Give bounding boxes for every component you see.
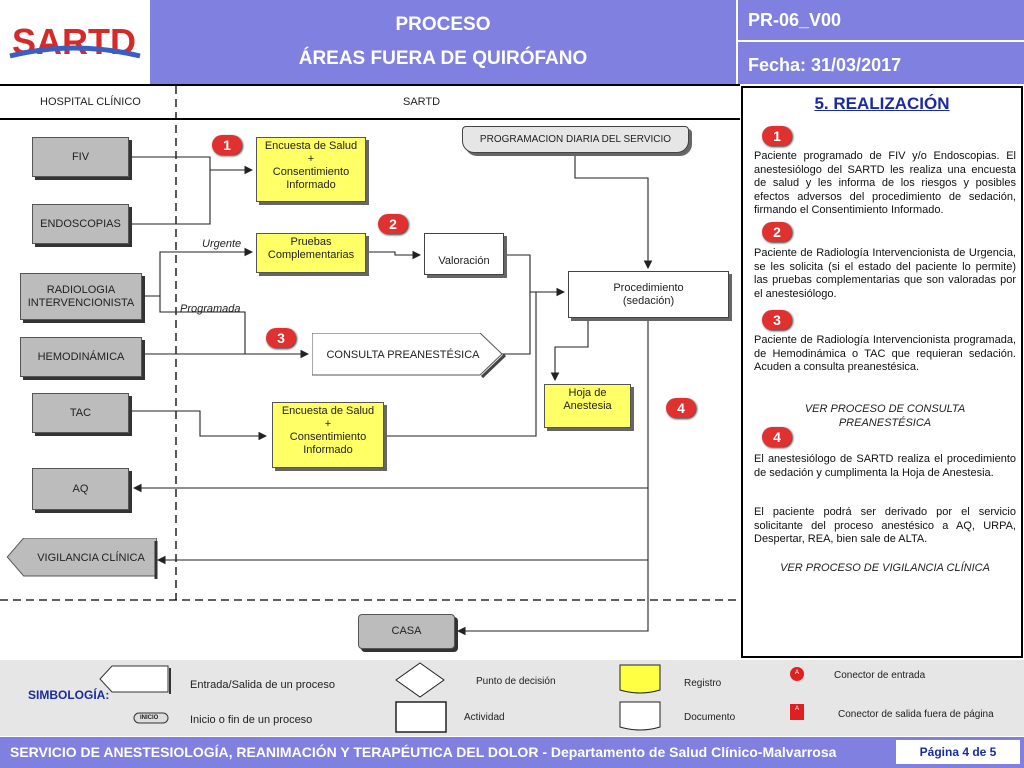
node-radiologia: RADIOLOGIA INTERVENCIONISTA: [20, 273, 142, 320]
node-programacion: PROGRAMACION DIARIA DEL SERVICIO: [462, 126, 689, 153]
realizacion-panel: 5. REALIZACIÓN 1 Paciente programado de …: [741, 86, 1023, 658]
legend-registro: Registro: [684, 678, 722, 689]
page-title: PROCESO ÁREAS FUERA DE QUIRÓFANO: [150, 0, 736, 84]
legend-actividad: Actividad: [464, 712, 505, 723]
badge-2: 2: [378, 214, 408, 234]
node-consulta: CONSULTA PREANESTÉSICA: [326, 349, 480, 361]
label-programada: Programada: [180, 303, 241, 315]
node-procedimiento: Procedimiento(sedación): [568, 271, 729, 318]
node-fiv: FIV: [32, 137, 129, 177]
page-number: Página 4 de 5: [896, 740, 1020, 764]
node-consulta-shape: [312, 333, 507, 379]
panel-step-1: Paciente programado de FIV y/o Endoscopi…: [754, 150, 1016, 216]
node-casa: CASA: [358, 614, 455, 649]
legend-entrada-salida: Entrada/Salida de un proceso: [190, 679, 335, 691]
document-date: Fecha: 31/03/2017: [738, 42, 1024, 84]
legend-conector-salida: Conector de salida fuera de página: [838, 709, 994, 720]
column-hospital: HOSPITAL CLÍNICO: [40, 96, 141, 108]
label-urgente: Urgente: [202, 238, 242, 250]
badge-4: 4: [666, 398, 696, 418]
title-line1: PROCESO: [395, 14, 491, 35]
node-endoscopias: ENDOSCOPIAS: [32, 204, 129, 244]
legend-symbols: [99, 662, 804, 733]
panel-badge-2: 2: [762, 222, 792, 242]
node-tac: TAC: [32, 393, 129, 433]
panel-step-4b: El paciente podrá ser derivado por el se…: [754, 506, 1016, 545]
panel-badge-4: 4: [762, 427, 792, 447]
title-line2: ÁREAS FUERA DE QUIRÓFANO: [298, 48, 588, 69]
panel-title: 5. REALIZACIÓN: [814, 94, 950, 113]
panel-step-3: Paciente de Radiología Intervencionista …: [754, 334, 1016, 373]
legend-inicio-fin: Inicio o fin de un proceso: [190, 714, 313, 726]
node-vigilancia-shape: [6, 538, 158, 579]
logo: SARTD: [0, 0, 148, 84]
legend-title: SIMBOLOGÍA:: [28, 688, 110, 702]
footer: SERVICIO DE ANESTESIOLOGÍA, REANIMACIÓN …: [0, 737, 1024, 768]
document-code: PR-06_V00: [738, 0, 1024, 40]
panel-badge-3: 3: [762, 310, 792, 330]
node-vigilancia: VIGILANCIA CLÍNICA: [37, 552, 145, 564]
footer-text: SERVICIO DE ANESTESIOLOGÍA, REANIMACIÓN …: [10, 744, 837, 760]
legend-connector-letter-out: A: [795, 706, 800, 712]
panel-ref-vigilancia: VER PROCESO DE VIGILANCIA CLÍNICA: [780, 562, 990, 574]
node-hemodinamica: HEMODINÁMICA: [20, 337, 142, 377]
logo-text: SARTD: [12, 21, 136, 62]
sartd-logo: SARTD: [4, 21, 144, 62]
node-aq: AQ: [32, 468, 129, 510]
column-sartd: SARTD: [403, 96, 441, 108]
badge-1: 1: [212, 135, 242, 155]
node-valoracion: Valoración: [424, 233, 504, 275]
panel-step-4a: El anestesiólogo de SARTD realiza el pro…: [754, 453, 1016, 479]
panel-badge-1: 1: [762, 126, 792, 146]
legend: SIMBOLOGÍA: INICIO A A Entrada/Salida de…: [0, 660, 1024, 736]
legend-connector-letter-in: A: [795, 670, 800, 676]
badge-3: 3: [266, 328, 296, 348]
legend-documento: Documento: [684, 712, 736, 723]
panel-step-2: Paciente de Radiología Intervencionista …: [754, 247, 1016, 300]
legend-inicio-label: INICIO: [140, 715, 159, 721]
legend-conector-entrada: Conector de entrada: [834, 670, 926, 681]
legend-decision: Punto de decisión: [476, 676, 556, 687]
